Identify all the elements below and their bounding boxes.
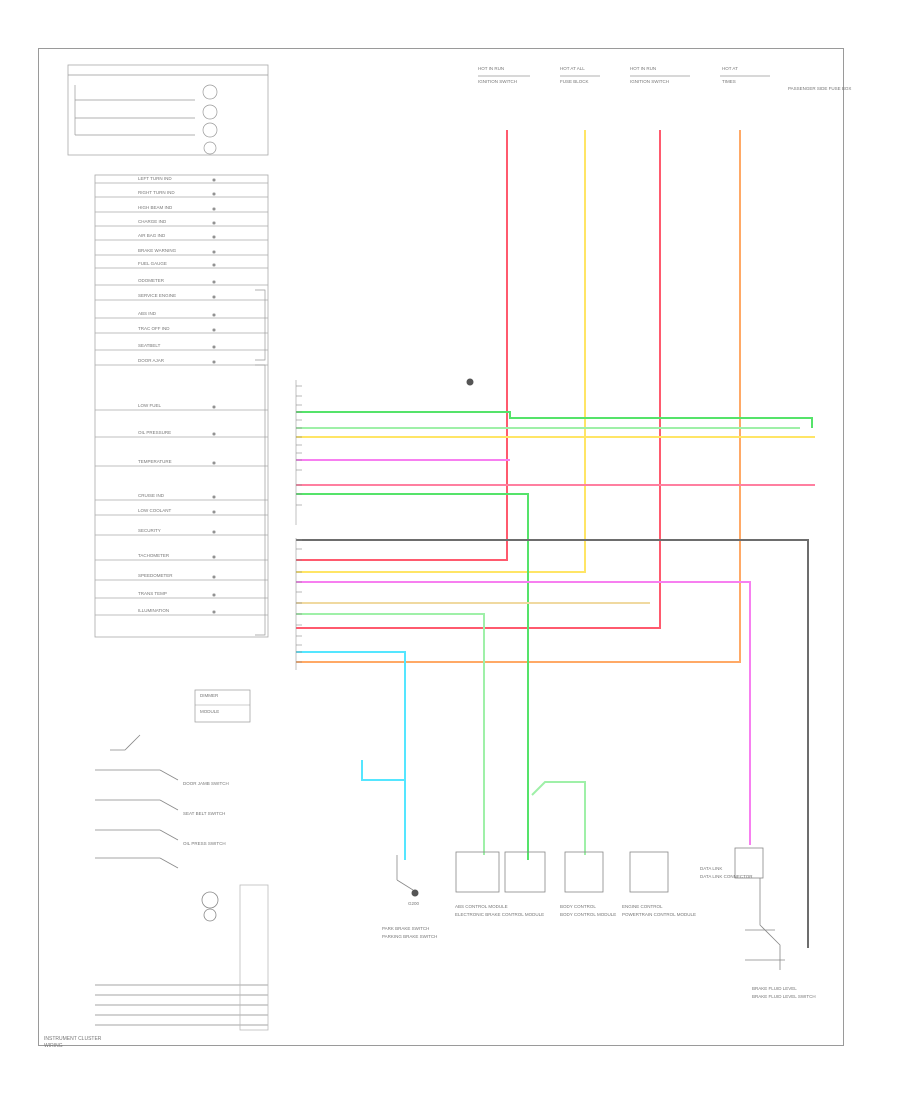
cluster-row-pin <box>212 510 216 514</box>
cluster-row-pin <box>212 530 216 534</box>
component-data-link-desc: DATA LINK CONNECTOR <box>700 874 753 879</box>
cluster-row-label: FUEL GAUGE <box>138 261 167 266</box>
cluster-row-label: LOW FUEL <box>138 403 162 408</box>
dimmer-module-box: DIMMER MODULE <box>194 689 251 723</box>
wire-lightgreen <box>296 613 485 855</box>
cluster-row-pin <box>212 313 216 317</box>
cluster-row-label: CRUISE IND <box>138 493 165 498</box>
component-brake-fluid: BRAKE FLUID LEVEL <box>752 986 797 991</box>
cluster-row-label: SPEEDOMETER <box>138 573 173 578</box>
cluster-row-label: LEFT TURN IND <box>138 176 172 181</box>
wire-yellow <box>296 130 586 573</box>
cluster-row-pin <box>212 405 216 409</box>
wire-red <box>296 130 508 561</box>
cluster-row-pin <box>212 555 216 559</box>
fuse-labels: HOT IN RUN HOT AT ALL HOT IN RUN HOT AT … <box>478 66 851 91</box>
cluster-row-label: SERVICE ENGINE <box>138 293 176 298</box>
cluster-row-label: DOOR AJAR <box>138 358 165 363</box>
cluster-row-pin <box>212 345 216 349</box>
wire-gray <box>296 539 809 948</box>
diagram-caption: INSTRUMENT CLUSTER <box>44 1036 102 1042</box>
cluster-row-pin <box>212 575 216 579</box>
cluster-row-label: HIGH BEAM IND <box>138 205 173 210</box>
wire-orange <box>296 130 741 663</box>
cluster-row-pin <box>212 593 216 597</box>
component-body: BODY CONTROL <box>560 904 596 909</box>
cluster-row-label: BRAKE WARNING <box>138 248 177 253</box>
cluster-row-label: SEATBELT <box>138 343 161 348</box>
cluster-row-pin <box>212 221 216 225</box>
switch-group <box>95 734 269 1031</box>
component-data-link: DATA LINK <box>700 866 722 871</box>
cluster-row-label: RIGHT TURN IND <box>138 190 175 195</box>
fuse-label-1: HOT IN RUN <box>478 66 504 71</box>
diagram-caption-sub: WIRING <box>44 1043 63 1049</box>
cluster-row-label: CHARGE IND <box>138 219 167 224</box>
fuse-sub-1: IGNITION SWITCH <box>478 79 517 84</box>
component-park-brake-desc: PARKING BRAKE SWITCH <box>382 934 437 939</box>
fuse-sub-3: IGNITION SWITCH <box>630 79 669 84</box>
fuse-sub-2: FUSE BLOCK <box>560 79 589 84</box>
cluster-row-pin <box>212 360 216 364</box>
component-abs: ABS CONTROL MODULE <box>455 904 508 909</box>
cluster-row-pin <box>212 263 216 267</box>
ground-symbol <box>411 378 474 897</box>
cluster-row-label: SECURITY <box>138 528 161 533</box>
cluster-row-pin <box>212 280 216 284</box>
switch-labels: DOOR JAMB SWITCH SEAT BELT SWITCH OIL PR… <box>183 781 229 846</box>
cluster-row-pin <box>212 328 216 332</box>
cluster-row-pin <box>212 495 216 499</box>
component-labels: PARK BRAKE SWITCH ABS CONTROL MODULE BOD… <box>382 866 816 999</box>
svg-text:DIMMER: DIMMER <box>200 693 219 698</box>
diagram-frame <box>38 48 844 1046</box>
fuse-label-2: HOT AT ALL <box>560 66 585 71</box>
fuse-label-4: HOT AT <box>722 66 738 71</box>
wire-magenta <box>296 581 751 845</box>
cluster-row-pin <box>212 250 216 254</box>
right-note: PASSENGER SIDE FUSE BOX <box>788 86 851 91</box>
cluster-row-pin <box>212 432 216 436</box>
component-abs-desc: ELECTRONIC BRAKE CONTROL MODULE <box>455 912 544 917</box>
switch-label-3: OIL PRESS SWITCH <box>183 841 226 846</box>
wire-green <box>296 411 813 428</box>
cluster-row-label: TACHOMETER <box>138 553 170 558</box>
component-engine: ENGINE CONTROL <box>622 904 663 909</box>
cluster-row-label: OIL PRESSURE <box>138 430 171 435</box>
fuse-sub-4: TIMES <box>722 79 736 84</box>
cluster-row-pin <box>212 461 216 465</box>
component-brake-fluid-desc: BRAKE FLUID LEVEL SWITCH <box>752 994 816 999</box>
wire-lightgreen <box>531 781 586 855</box>
cluster-row-label: ODOMETER <box>138 278 165 283</box>
svg-text:MODULE: MODULE <box>200 709 219 714</box>
wire-harness <box>296 130 815 948</box>
cluster-row-label: ILLUMINATION <box>138 608 169 613</box>
wire-cyan <box>361 760 405 781</box>
cluster-row-pin <box>212 178 216 182</box>
cluster-row-pin <box>212 235 216 239</box>
cluster-row-pin <box>212 207 216 211</box>
cluster-row-labels: LEFT TURN IND RIGHT TURN IND HIGH BEAM IND… <box>138 176 177 613</box>
cluster-row-label: TRANS TEMP <box>138 591 167 596</box>
component-engine-desc: POWERTRAIN CONTROL MODULE <box>622 912 696 917</box>
instrument-cluster-block <box>67 64 269 638</box>
cluster-row-label: ABS IND <box>138 311 157 316</box>
component-park-brake: PARK BRAKE SWITCH <box>382 926 429 931</box>
cluster-row-label: AIR BAG IND <box>138 233 166 238</box>
wire-cyan <box>296 651 406 860</box>
switch-label-1: DOOR JAMB SWITCH <box>183 781 229 786</box>
cluster-row-pin <box>212 610 216 614</box>
ground-label: G200 <box>408 901 420 906</box>
cluster-row-label: LOW COOLANT <box>138 508 172 513</box>
component-body-desc: BODY CONTROL MODULE <box>560 912 616 917</box>
fuse-label-3: HOT IN RUN <box>630 66 656 71</box>
bottom-components <box>396 847 785 970</box>
switch-label-2: SEAT BELT SWITCH <box>183 811 225 816</box>
wire-green <box>296 493 529 860</box>
cluster-row-pin <box>212 295 216 299</box>
wire-red <box>296 130 661 629</box>
cluster-row-label: TRAC OFF IND <box>138 326 170 331</box>
cluster-row-pin <box>212 192 216 196</box>
cluster-row-label: TEMPERATURE <box>138 459 172 464</box>
